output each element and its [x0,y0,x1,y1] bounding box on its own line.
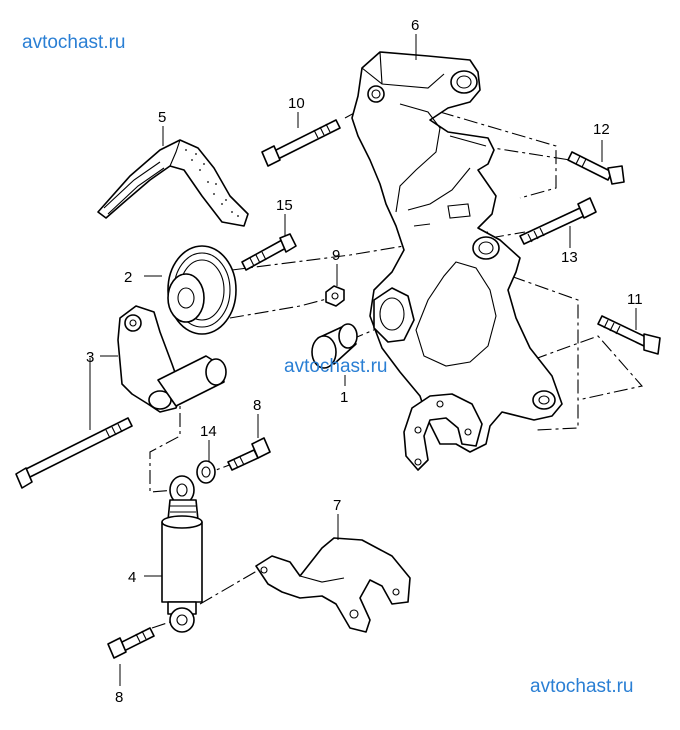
callout-15: 15 [276,197,293,214]
callout-11: 11 [627,291,643,308]
tensioner-arm-part-3 [117,305,227,413]
watermark-middle: avtochast.ru [284,356,388,377]
callout-leaders [89,34,637,686]
callout-2: 2 [124,269,132,286]
callout-numbers: 1 2 3 4 5 6 7 8 8 9 10 11 12 13 14 15 [86,17,643,706]
bolt-part-8-lower [107,627,155,659]
callout-10: 10 [288,95,305,112]
callout-6: 6 [411,17,419,34]
nut-part-9 [325,285,345,307]
callout-8-lower: 8 [115,689,123,706]
callout-4: 4 [128,569,136,586]
plate-bracket-part-7 [255,537,411,633]
bolt-part-11 [597,315,661,355]
washer-part-14 [196,460,216,484]
callout-3: 3 [86,349,94,366]
bushing-part-1 [311,323,358,369]
callout-7: 7 [333,497,341,514]
callout-9: 9 [332,247,340,264]
bolt-part-15 [241,233,297,271]
callout-1: 1 [340,389,348,406]
main-bracket-part-6 [351,51,563,471]
watermark-bottom: avtochast.ru [530,676,634,697]
damper-part-4 [161,475,203,633]
callout-13: 13 [561,249,578,266]
callout-12: 12 [593,121,610,138]
tensioner-pulley-part-2 [167,245,237,335]
ribbed-belt-part-5 [97,139,249,227]
bolt-part-10 [261,119,341,167]
bolt-part-13 [519,197,597,245]
watermark-top: avtochast.ru [22,32,126,53]
long-bolt [15,417,133,489]
bolt-part-12 [567,151,625,185]
bolt-part-8-upper [227,437,271,471]
callout-8-upper: 8 [253,397,261,414]
callout-14: 14 [200,423,217,440]
callout-5: 5 [158,109,166,126]
